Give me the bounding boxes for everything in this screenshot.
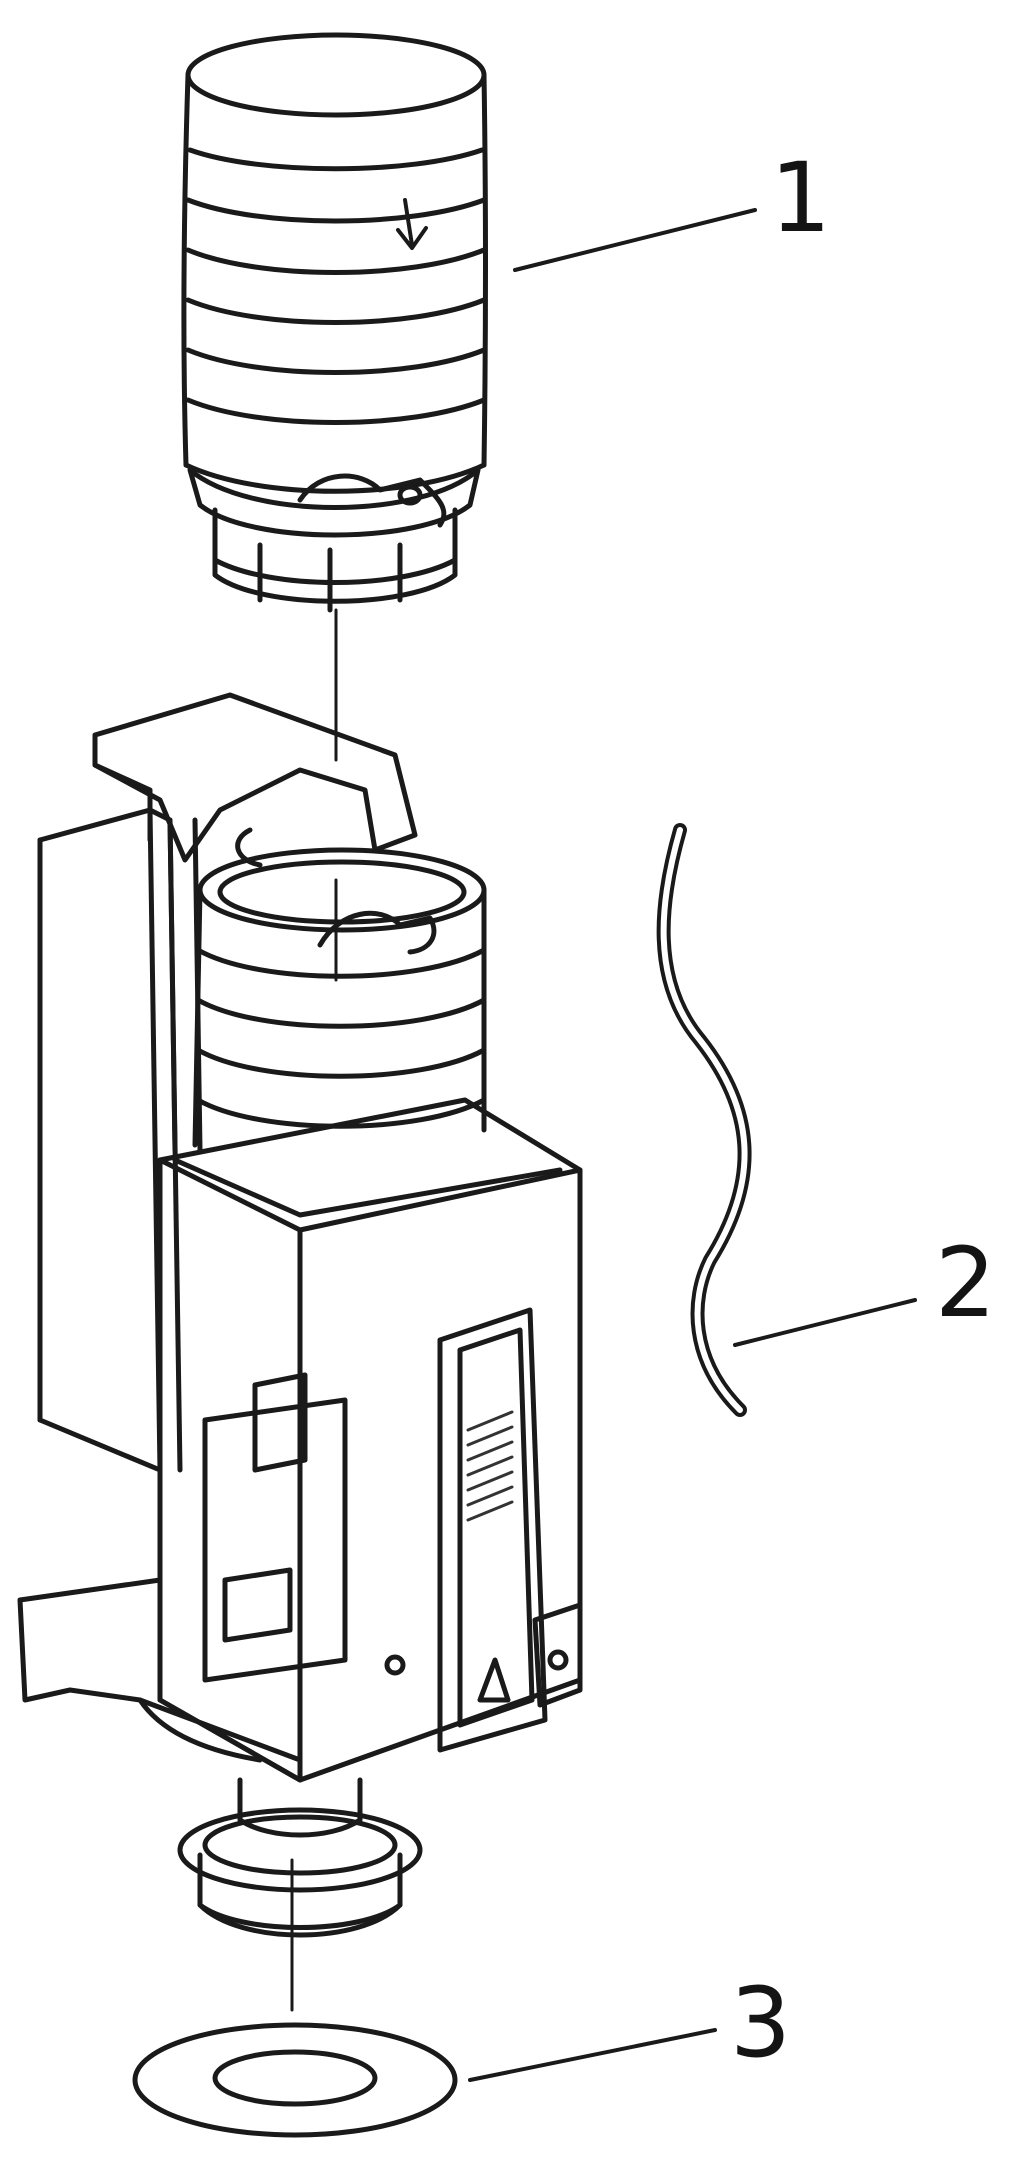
callout-1-label: 1 [770,142,832,254]
part-1-float-cylinder [181,32,488,613]
leader-line-1 [513,208,757,272]
valve-housing [17,692,583,1783]
leader-line-3 [468,2028,717,2082]
part-2-wire [656,823,752,1417]
part-3-gasket [132,2022,458,2138]
callout-2-label: 2 [935,1227,997,1339]
callout-3-label: 3 [730,1967,792,2079]
spring-hatch [466,1410,514,1522]
leader-line-2 [733,1298,917,1347]
outlet-seal [177,1777,423,1938]
